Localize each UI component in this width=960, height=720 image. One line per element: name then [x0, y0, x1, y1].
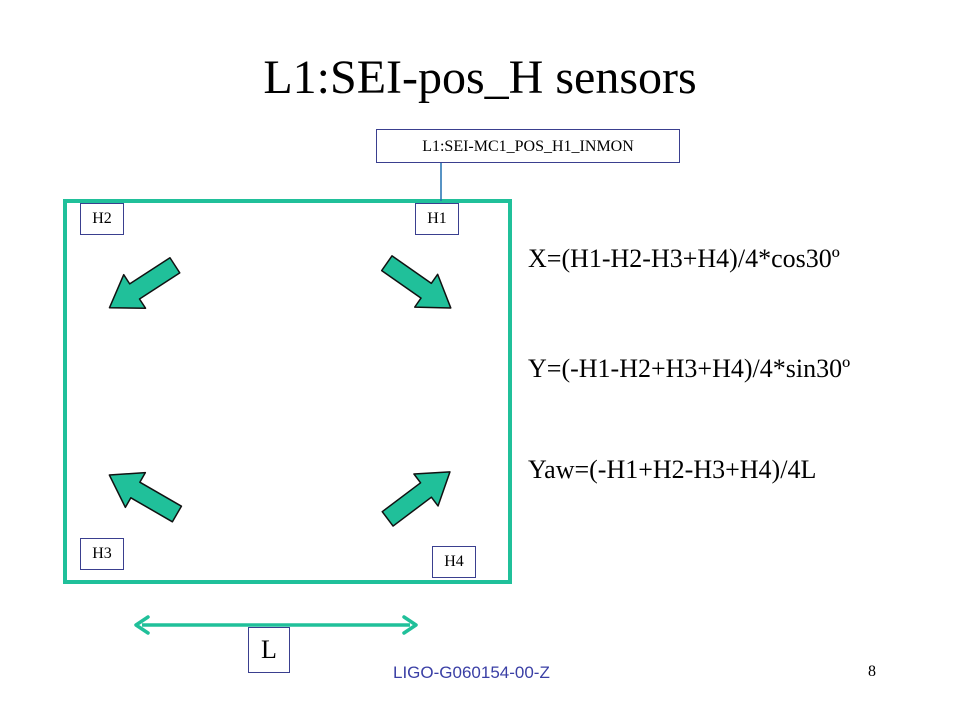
- document-id: LIGO-G060154-00-Z: [393, 663, 550, 682]
- h3-direction-arrow: [108, 471, 183, 523]
- equation-x: X=(H1-H2-H3+H4)/4*cos30º: [528, 244, 840, 273]
- length-dimension-arrow: [134, 615, 418, 635]
- page-number: 8: [868, 663, 876, 680]
- platform-frame: [63, 199, 512, 584]
- length-label: L: [248, 627, 290, 673]
- slide-title: L1:SEI-pos_H sensors: [263, 51, 697, 104]
- sensor-label-h2: H2: [80, 203, 124, 235]
- h1-direction-arrow: [380, 255, 452, 309]
- monitor-channel-label: L1:SEI-MC1_POS_H1_INMON: [376, 129, 680, 163]
- equation-y: Y=(-H1-H2+H3+H4)/4*sin30º: [528, 354, 851, 383]
- equation-yaw: Yaw=(-H1+H2-H3+H4)/4L: [528, 455, 817, 484]
- sensor-label-h1: H1: [415, 203, 459, 235]
- h2-direction-arrow: [108, 257, 181, 309]
- sensor-label-h4: H4: [432, 546, 476, 578]
- sensor-label-h3: H3: [80, 538, 124, 570]
- h4-direction-arrow: [381, 471, 451, 527]
